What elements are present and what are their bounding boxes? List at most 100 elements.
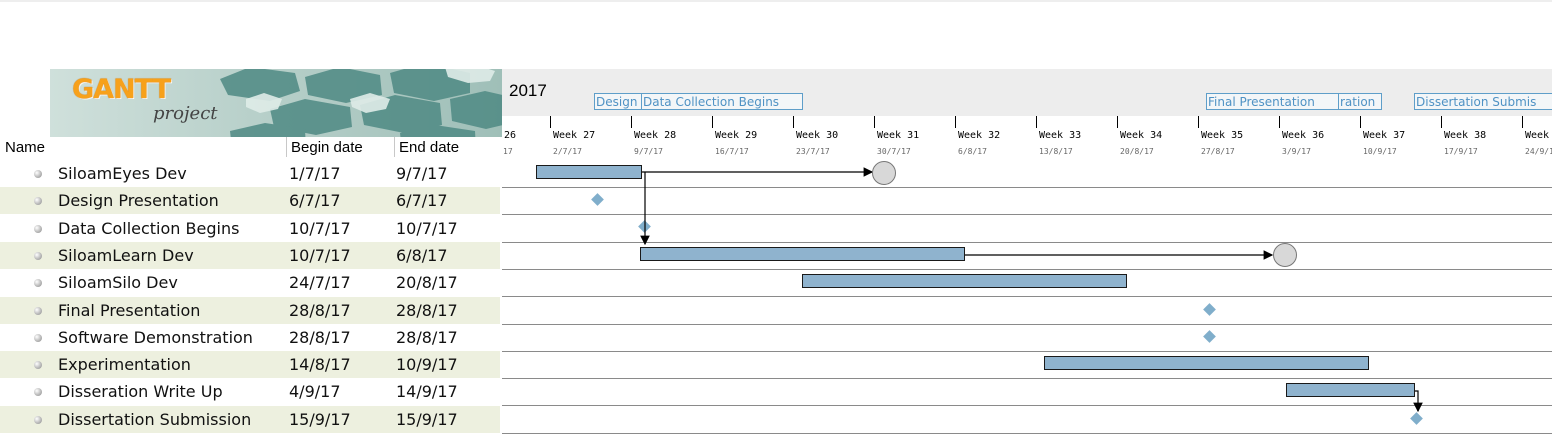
task-name[interactable]: Dissertation Submission xyxy=(58,409,252,429)
task-end-date[interactable]: 28/8/17 xyxy=(396,327,458,347)
logo-sub-text: project xyxy=(153,103,218,124)
milestone-label-data-collection-begins[interactable]: Data Collection Begins xyxy=(641,93,803,110)
task-begin-date[interactable]: 14/8/17 xyxy=(289,355,351,375)
week-date: 30/7/17 xyxy=(877,147,911,156)
row-separator-line xyxy=(502,296,1552,298)
task-bar-siloameyes-dev[interactable] xyxy=(536,165,642,179)
task-bullet-icon xyxy=(34,197,42,206)
task-end-date[interactable]: 6/8/17 xyxy=(396,245,448,265)
task-row[interactable]: SiloamLearn Dev 10/7/17 6/8/17 xyxy=(0,241,500,269)
task-end-date[interactable]: 10/9/17 xyxy=(396,355,458,375)
task-row[interactable]: Software Demonstration 28/8/17 28/8/17 xyxy=(0,324,500,351)
task-row[interactable]: Disseration Write Up 4/9/17 14/9/17 xyxy=(0,378,500,405)
task-row[interactable]: SiloamEyes Dev 1/7/17 9/7/17 xyxy=(0,160,500,187)
row-separator-line xyxy=(502,268,1552,270)
deadline-circle-siloameyes[interactable] xyxy=(872,161,896,185)
task-end-date[interactable]: 14/9/17 xyxy=(396,382,458,402)
task-end-date[interactable]: 20/8/17 xyxy=(396,273,458,293)
week-date: 20/8/17 xyxy=(1120,147,1154,156)
task-name[interactable]: Design Presentation xyxy=(58,191,219,211)
milestone-label-dissertation-submission[interactable]: Dissertation Submis xyxy=(1414,93,1552,110)
week-label: Week 30 xyxy=(796,130,839,141)
milestone-dissertation-submission[interactable] xyxy=(1410,412,1423,425)
task-begin-date[interactable]: 4/9/17 xyxy=(289,382,341,402)
task-row[interactable]: Dissertation Submission 15/9/17 15/9/17 xyxy=(0,405,500,433)
task-name[interactable]: SiloamEyes Dev xyxy=(58,164,187,183)
row-separator-line xyxy=(502,241,1552,243)
task-begin-date[interactable]: 28/8/17 xyxy=(289,300,351,320)
task-name[interactable]: Disseration Write Up xyxy=(58,382,223,402)
task-bullet-icon xyxy=(34,361,42,370)
week-tick xyxy=(712,116,713,128)
week-tick xyxy=(550,116,551,128)
week-tick xyxy=(874,116,875,128)
task-begin-date[interactable]: 24/7/17 xyxy=(289,273,351,293)
deadline-circle-siloamlearn[interactable] xyxy=(1273,243,1297,267)
row-separator-line xyxy=(502,405,1552,407)
timeline-year: 2017 xyxy=(509,81,547,100)
task-end-date[interactable]: 6/7/17 xyxy=(396,191,448,211)
week-label: Week 27 xyxy=(553,130,596,141)
task-bullet-icon xyxy=(34,170,42,178)
task-begin-date[interactable]: 10/7/17 xyxy=(289,218,351,238)
task-row[interactable]: Data Collection Begins 10/7/17 10/7/17 xyxy=(0,215,500,242)
column-header-begin-date[interactable]: Begin date xyxy=(286,137,363,157)
task-end-date[interactable]: 10/7/17 xyxy=(396,218,458,238)
task-row[interactable]: Final Presentation 28/8/17 28/8/17 xyxy=(0,296,500,324)
task-begin-date[interactable]: 15/9/17 xyxy=(289,409,351,429)
task-name[interactable]: Data Collection Begins xyxy=(58,218,240,238)
week-label: Week 29 xyxy=(715,130,758,141)
task-begin-date[interactable]: 1/7/17 xyxy=(289,164,341,183)
column-header-name[interactable]: Name xyxy=(5,139,46,156)
task-bar-disseration-write-up[interactable] xyxy=(1286,383,1415,397)
task-end-date[interactable]: 15/9/17 xyxy=(396,409,458,429)
task-end-date[interactable]: 9/7/17 xyxy=(396,164,448,183)
milestone-design-presentation[interactable] xyxy=(591,193,604,206)
task-name[interactable]: Final Presentation xyxy=(58,300,201,320)
milestone-label-design-presentation[interactable]: Design xyxy=(594,93,642,110)
column-header-end-date[interactable]: End date xyxy=(394,137,459,157)
top-border xyxy=(0,0,1552,2)
week-tick xyxy=(955,116,956,128)
task-name[interactable]: Experimentation xyxy=(58,355,191,375)
gantt-chart[interactable]: 2017 Design Data Collection Begins Final… xyxy=(502,69,1552,434)
task-row[interactable]: SiloamSilo Dev 24/7/17 20/8/17 xyxy=(0,269,500,296)
week-label: Week 37 xyxy=(1363,130,1406,141)
task-end-date[interactable]: 28/8/17 xyxy=(396,300,458,320)
milestone-label-final-presentation[interactable]: Final Presentation xyxy=(1206,93,1339,110)
task-bar-siloamlearn-dev[interactable] xyxy=(640,247,965,261)
milestone-final-presentation[interactable] xyxy=(1203,303,1216,316)
task-bar-experimentation[interactable] xyxy=(1044,356,1369,370)
task-name[interactable]: SiloamLearn Dev xyxy=(58,245,194,265)
week-date: 6/8/17 xyxy=(958,147,987,156)
task-bullet-icon xyxy=(34,251,42,260)
week-date: 27/8/17 xyxy=(1201,147,1235,156)
task-bullet-icon xyxy=(34,224,42,233)
week-date: 10/9/17 xyxy=(1363,147,1397,156)
week-label: Week 32 xyxy=(958,130,1001,141)
week-label: Week xyxy=(1525,130,1550,141)
task-bar-siloamsilo-dev[interactable] xyxy=(802,274,1127,288)
milestone-software-demonstration[interactable] xyxy=(1203,330,1216,343)
timeline-header: 2017 Design Data Collection Begins Final… xyxy=(502,69,1552,116)
task-name[interactable]: SiloamSilo Dev xyxy=(58,273,178,293)
task-bullet-icon xyxy=(34,279,42,288)
week-tick xyxy=(631,116,632,128)
task-row[interactable]: Design Presentation 6/7/17 6/7/17 xyxy=(0,187,500,215)
week-label: Week 28 xyxy=(634,130,677,141)
task-begin-date[interactable]: 28/8/17 xyxy=(289,327,351,347)
task-begin-date[interactable]: 6/7/17 xyxy=(289,191,341,211)
milestone-data-collection-begins[interactable] xyxy=(638,220,651,233)
task-bullet-icon xyxy=(34,333,42,342)
row-separator-line xyxy=(502,323,1552,325)
task-bullet-icon xyxy=(34,415,42,424)
week-label: Week 34 xyxy=(1120,130,1163,141)
week-label: Week 35 xyxy=(1201,130,1244,141)
week-label: Week 38 xyxy=(1444,130,1487,141)
task-begin-date[interactable]: 10/7/17 xyxy=(289,245,351,265)
milestone-label-software-demonstration[interactable]: ration xyxy=(1338,93,1382,110)
week-date: 3/9/17 xyxy=(1282,147,1311,156)
task-name[interactable]: Software Demonstration xyxy=(58,327,253,347)
task-row[interactable]: Experimentation 14/8/17 10/9/17 xyxy=(0,351,500,379)
